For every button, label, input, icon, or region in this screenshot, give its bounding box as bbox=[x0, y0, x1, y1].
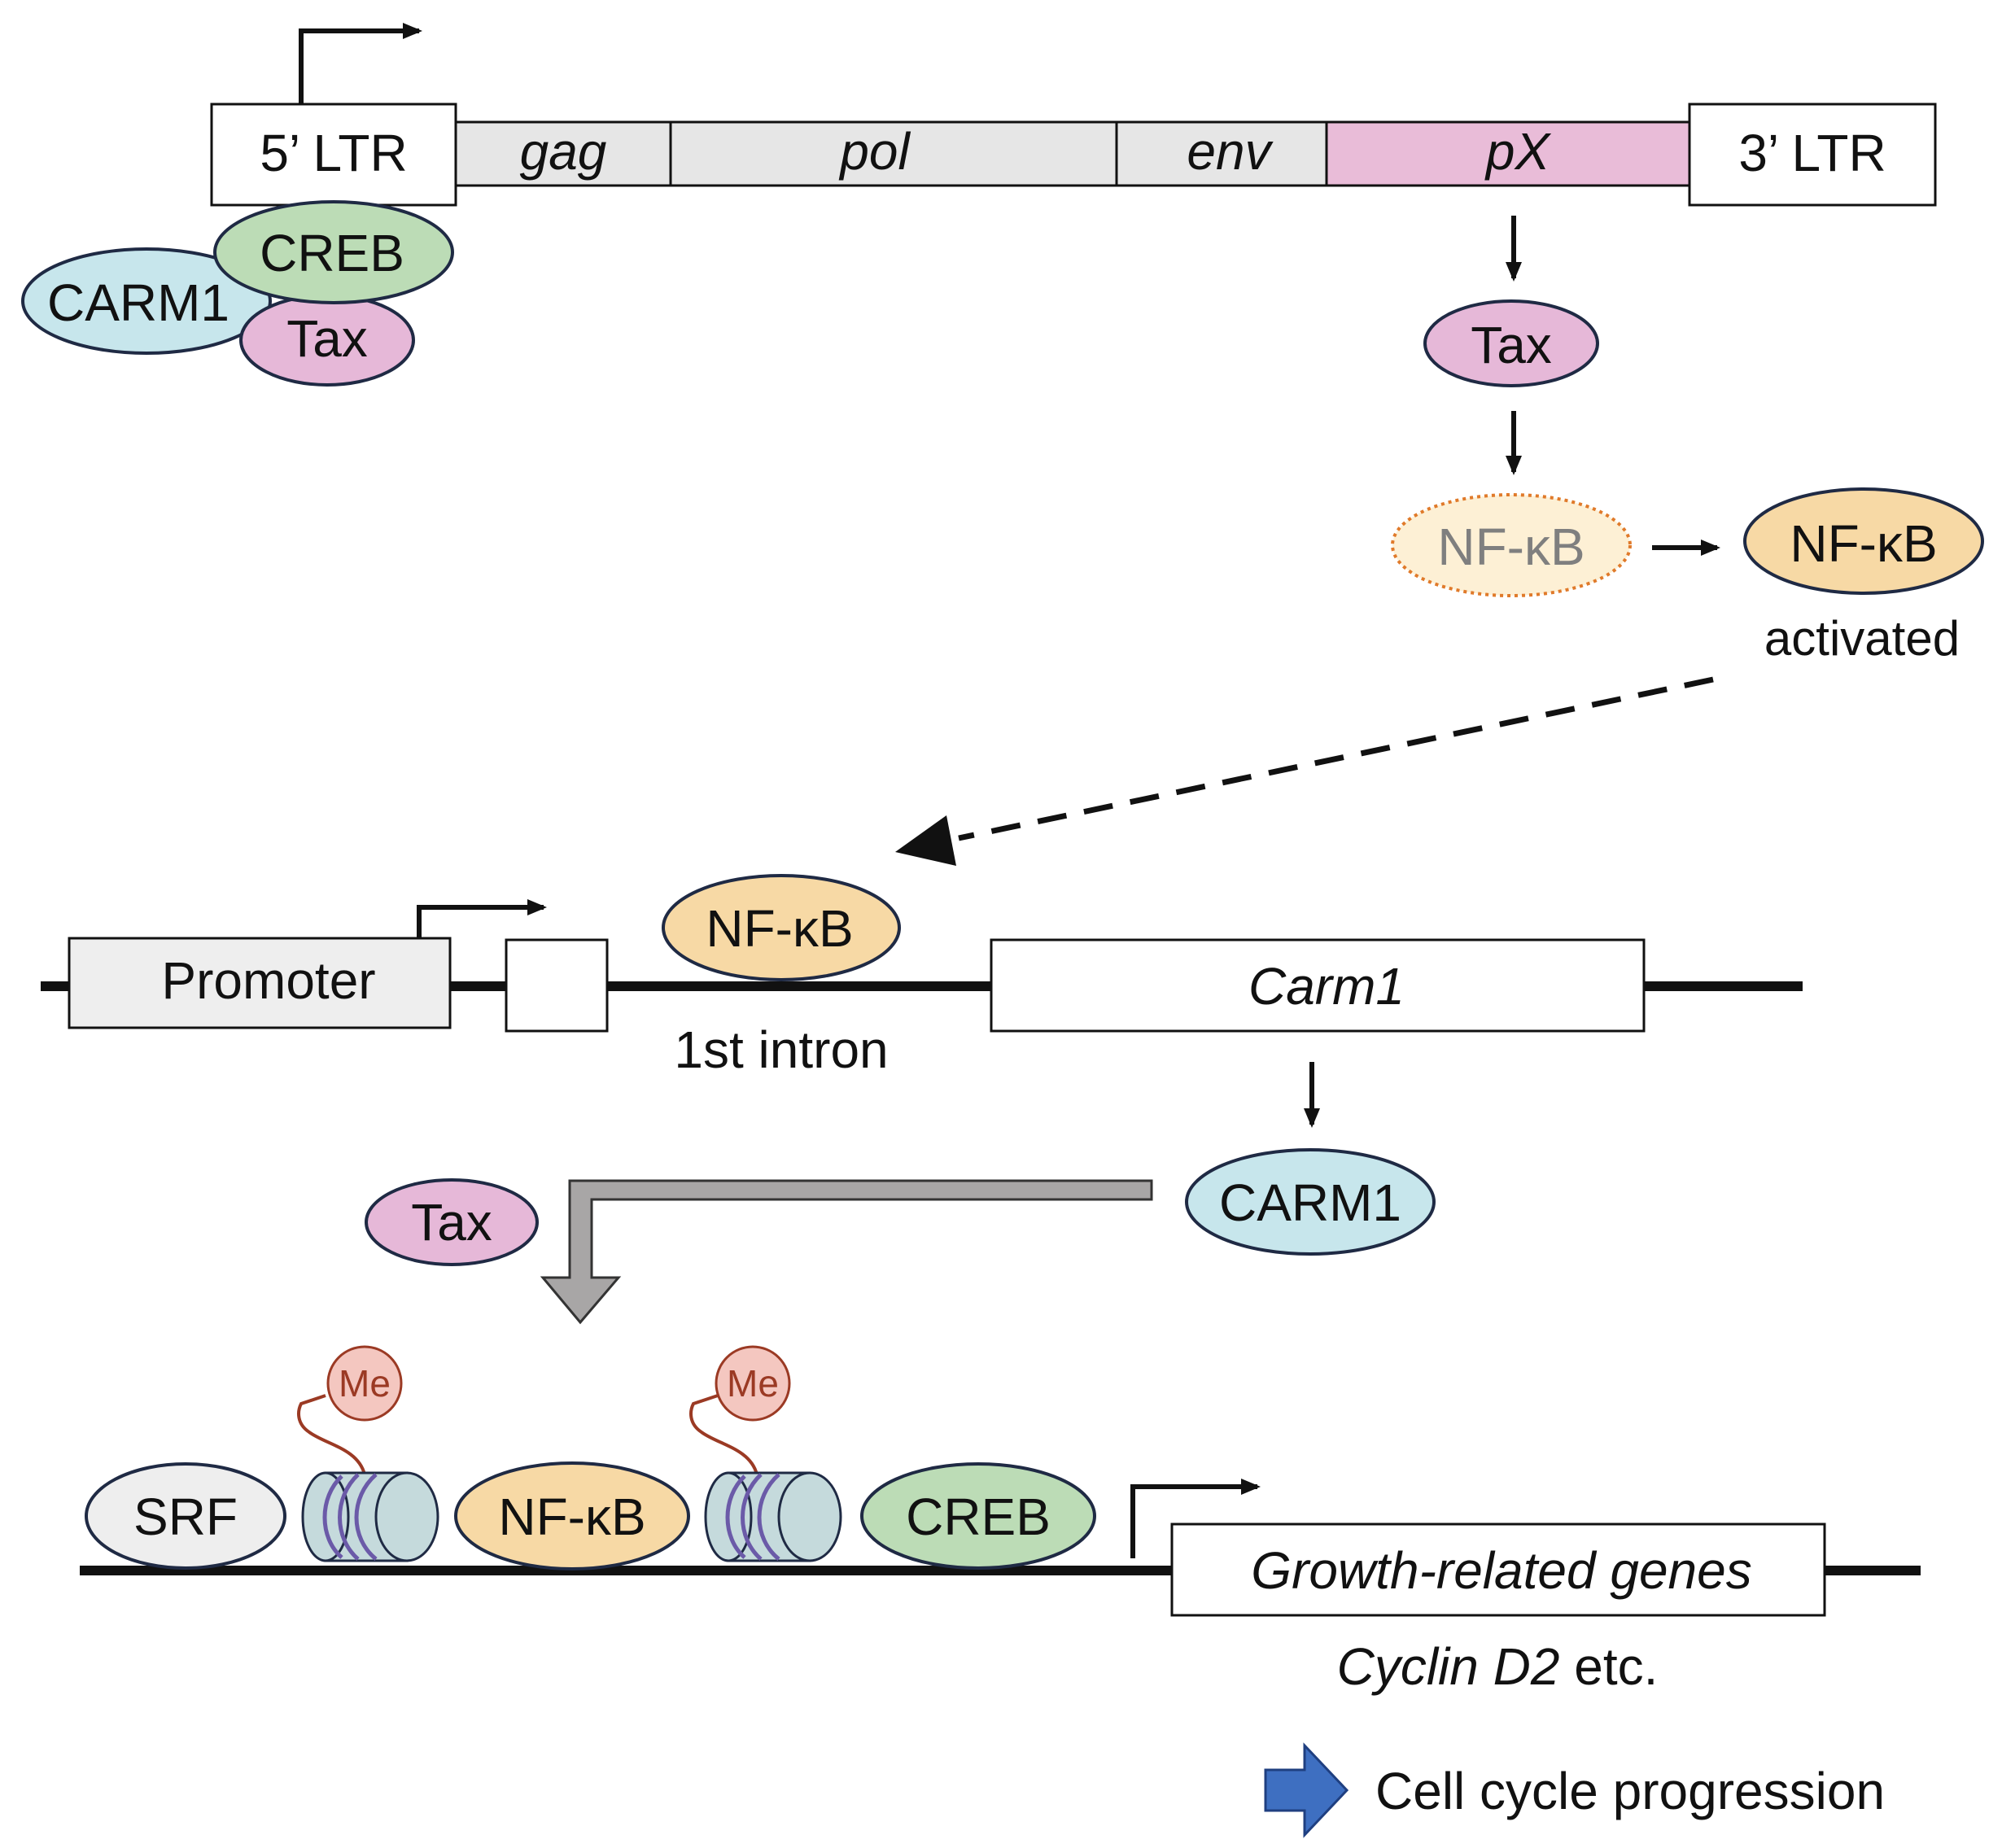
activated-label: activated bbox=[1764, 611, 1960, 666]
exon1-box bbox=[505, 938, 609, 1033]
nfkb-active-label: NF-κB bbox=[1790, 514, 1937, 573]
carm1-gene-label: Carm1 bbox=[1248, 957, 1405, 1016]
carm1-label-ltr: CARM1 bbox=[47, 273, 229, 332]
carm1-protein-label: CARM1 bbox=[1219, 1173, 1401, 1232]
methyl-tail-1 bbox=[297, 1394, 366, 1475]
promoter-label: Promoter bbox=[161, 951, 375, 1010]
nfkb-oval-intron bbox=[662, 874, 901, 981]
creb-label-target: CREB bbox=[906, 1488, 1051, 1546]
promoter-box bbox=[68, 937, 452, 1029]
outcome-label: Cell cycle progression bbox=[1375, 1762, 1885, 1820]
carm1-gene-box bbox=[990, 938, 1646, 1033]
pol-box bbox=[669, 120, 1118, 187]
px-label: pX bbox=[1484, 122, 1552, 181]
tax-label-carm1: Tax bbox=[411, 1193, 492, 1252]
nucleosome-2: Me bbox=[689, 1345, 842, 1562]
creb-label-ltr: CREB bbox=[260, 224, 404, 282]
outcome-arrow-icon bbox=[1264, 1742, 1349, 1838]
cyclin-d2-suffix: etc. bbox=[1559, 1637, 1658, 1696]
creb-oval-target bbox=[860, 1462, 1096, 1570]
target-transcription-start-arrow bbox=[1130, 1479, 1261, 1558]
methyl-circle-1 bbox=[326, 1345, 403, 1422]
nfkb-active-oval bbox=[1743, 487, 1984, 595]
methyl-tail-2 bbox=[689, 1394, 758, 1475]
ltr5-box bbox=[210, 103, 457, 207]
outcome: Cell cycle progression bbox=[1264, 1742, 1885, 1838]
px-box bbox=[1325, 120, 1691, 187]
tax-pathway: Tax NF-κB NF-κB activated bbox=[895, 216, 1984, 866]
gag-label: gag bbox=[520, 122, 607, 181]
ltr-transcription-start-arrow bbox=[299, 23, 422, 104]
cyclin-d2-label: Cyclin D2 etc. bbox=[1337, 1637, 1659, 1696]
growth-genes-box bbox=[1170, 1523, 1826, 1617]
creb-oval-ltr bbox=[213, 200, 454, 304]
srf-label: SRF bbox=[133, 1488, 238, 1546]
methyl-label-2: Me bbox=[727, 1362, 779, 1405]
nfkb-inactive-label: NF-κB bbox=[1437, 518, 1585, 576]
methyl-circle-2 bbox=[715, 1345, 791, 1422]
nfkb-inactive-oval bbox=[1391, 493, 1632, 597]
srf-oval bbox=[85, 1462, 286, 1570]
gag-box bbox=[454, 120, 672, 187]
target-locus: SRF Me NF-κB Me CREB bbox=[80, 1345, 1921, 1696]
env-label: env bbox=[1187, 122, 1274, 181]
cyclin-d2-gene: Cyclin D2 bbox=[1337, 1637, 1560, 1696]
tax-label-ltr: Tax bbox=[286, 309, 368, 368]
nfkb-oval-target bbox=[454, 1461, 690, 1571]
pol-label: pol bbox=[838, 122, 911, 181]
methyl-label-1: Me bbox=[339, 1362, 391, 1405]
nfkb-label-target: NF-κB bbox=[498, 1488, 645, 1546]
tax-oval-pathway bbox=[1423, 299, 1599, 387]
carm1-transcription-start-arrow bbox=[417, 899, 547, 938]
nucleosome-1: Me bbox=[297, 1345, 439, 1562]
carm1-protein-oval bbox=[1185, 1148, 1436, 1256]
carm1-gene-locus: Promoter NF-κB 1st intron Carm1 CARM1 Ta… bbox=[41, 874, 1803, 1325]
nfkb-to-carm1-dashed-arrow bbox=[958, 676, 1714, 841]
nfkb-label-intron: NF-κB bbox=[706, 899, 853, 958]
ltr5-label: 5’ LTR bbox=[260, 124, 407, 182]
dashed-arrow-head bbox=[895, 815, 956, 866]
gray-bent-arrow bbox=[540, 1179, 1153, 1325]
tax-label-pathway: Tax bbox=[1471, 316, 1552, 374]
carm1-oval-ltr bbox=[21, 247, 272, 355]
provirus: 5’ LTR gag pol env pX 3’ LTR bbox=[210, 23, 1937, 207]
tax-oval-carm1 bbox=[365, 1178, 539, 1266]
growth-genes-label: Growth-related genes bbox=[1251, 1541, 1751, 1600]
intron-label: 1st intron bbox=[674, 1020, 888, 1079]
ltr3-box bbox=[1688, 103, 1937, 207]
ltr-complex: CARM1 CREB Tax bbox=[21, 200, 454, 387]
ltr3-label: 3’ LTR bbox=[1738, 124, 1886, 182]
